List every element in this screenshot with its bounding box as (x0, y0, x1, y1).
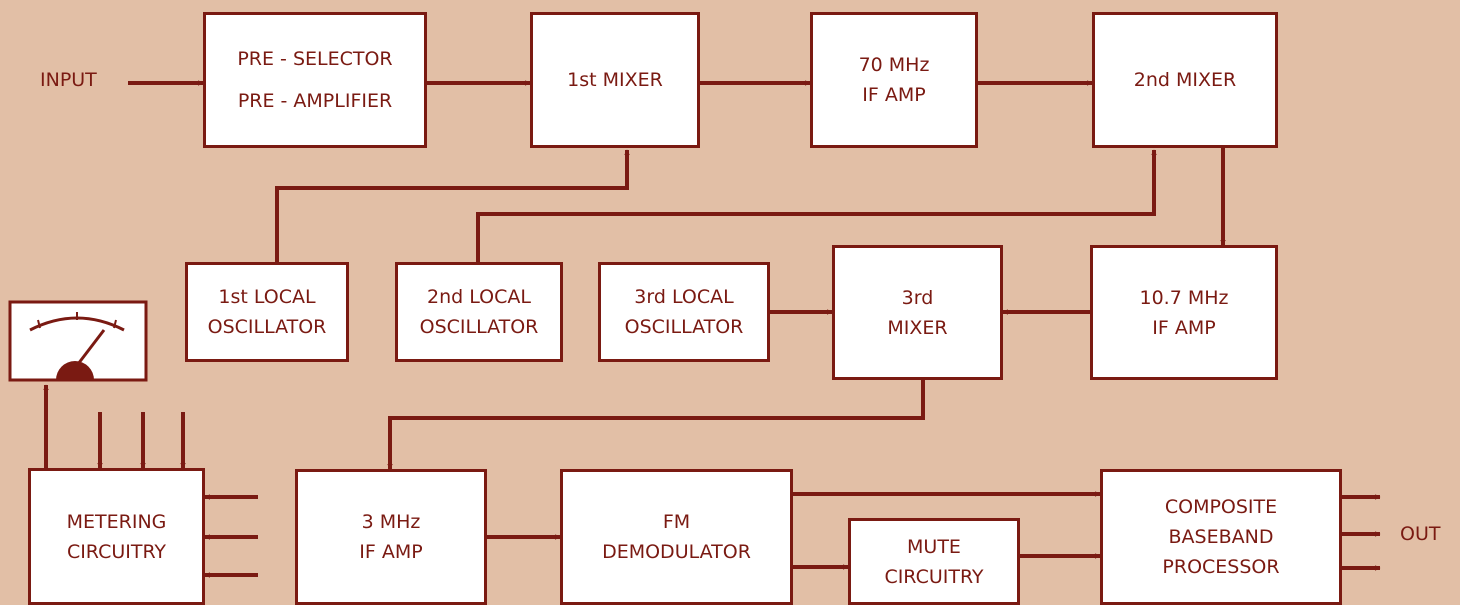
if3-line1: 3 MHz (361, 511, 421, 533)
mute-block: MUTE CIRCUITRY (848, 518, 1020, 605)
if3-block: 3 MHz IF AMP (295, 469, 487, 605)
wire-lo2-to-mixer2 (476, 149, 1157, 262)
mixer2-block: 2nd MIXER (1092, 12, 1278, 148)
lo3-block: 3rd LOCAL OSCILLATOR (598, 262, 770, 362)
if70-line1: 70 MHz (858, 54, 930, 76)
mixer3-line2: MIXER (887, 316, 948, 339)
if107-block: 10.7 MHz IF AMP (1090, 245, 1278, 380)
lo2-block: 2nd LOCAL OSCILLATOR (395, 262, 563, 362)
fmdemod-line1: FM (662, 511, 691, 533)
fmdemod-block: FM DEMODULATOR (560, 469, 793, 605)
mute-line2: CIRCUITRY (884, 565, 984, 588)
mixer1-line1: 1st MIXER (567, 69, 663, 91)
if107-line1: 10.7 MHz (1139, 286, 1229, 309)
if70-block: 70 MHz IF AMP (810, 12, 978, 148)
mute-line1: MUTE (907, 535, 961, 558)
composite-line3: PROCESSOR (1162, 556, 1280, 578)
mixer3-block: 3rd MIXER (832, 245, 1003, 380)
mixer3-line1: 3rd (901, 286, 934, 309)
lo3-line2: OSCILLATOR (624, 316, 744, 338)
fmdemod-line2: DEMODULATOR (602, 541, 751, 563)
lo2-line1: 2nd LOCAL (427, 286, 531, 308)
mixer2-line1: 2nd MIXER (1133, 69, 1237, 91)
composite-line2: BASEBAND (1168, 526, 1274, 548)
wire-lo1-to-mixer1 (275, 149, 630, 262)
metering-line2: CIRCUITRY (66, 540, 167, 563)
lo1-line1: 1st LOCAL (218, 286, 316, 308)
mixer1-block: 1st MIXER (530, 12, 700, 148)
if3-line2: IF AMP (359, 541, 423, 563)
if107-line2: IF AMP (1152, 316, 1216, 339)
lo1-block: 1st LOCAL OSCILLATOR (185, 262, 349, 362)
analog-meter-icon (8, 300, 148, 382)
lo1-line2: OSCILLATOR (207, 316, 327, 338)
wire-mixer3-to-if3 (387, 380, 925, 470)
metering-block: METERING CIRCUITRY (28, 468, 205, 605)
preselector-line1: PRE - SELECTOR (237, 48, 393, 70)
lo3-line1: 3rd LOCAL (634, 286, 734, 308)
composite-block: COMPOSITE BASEBAND PROCESSOR (1100, 469, 1342, 605)
if70-line2: IF AMP (862, 84, 926, 106)
metering-line1: METERING (66, 510, 167, 533)
preselector-line2: PRE - AMPLIFIER (237, 90, 393, 112)
composite-line1: COMPOSITE (1164, 496, 1278, 518)
preselector-block: PRE - SELECTOR PRE - AMPLIFIER (203, 12, 427, 148)
lo2-line2: OSCILLATOR (419, 316, 539, 338)
output-label: OUT (1400, 523, 1441, 545)
input-label: INPUT (40, 69, 97, 91)
